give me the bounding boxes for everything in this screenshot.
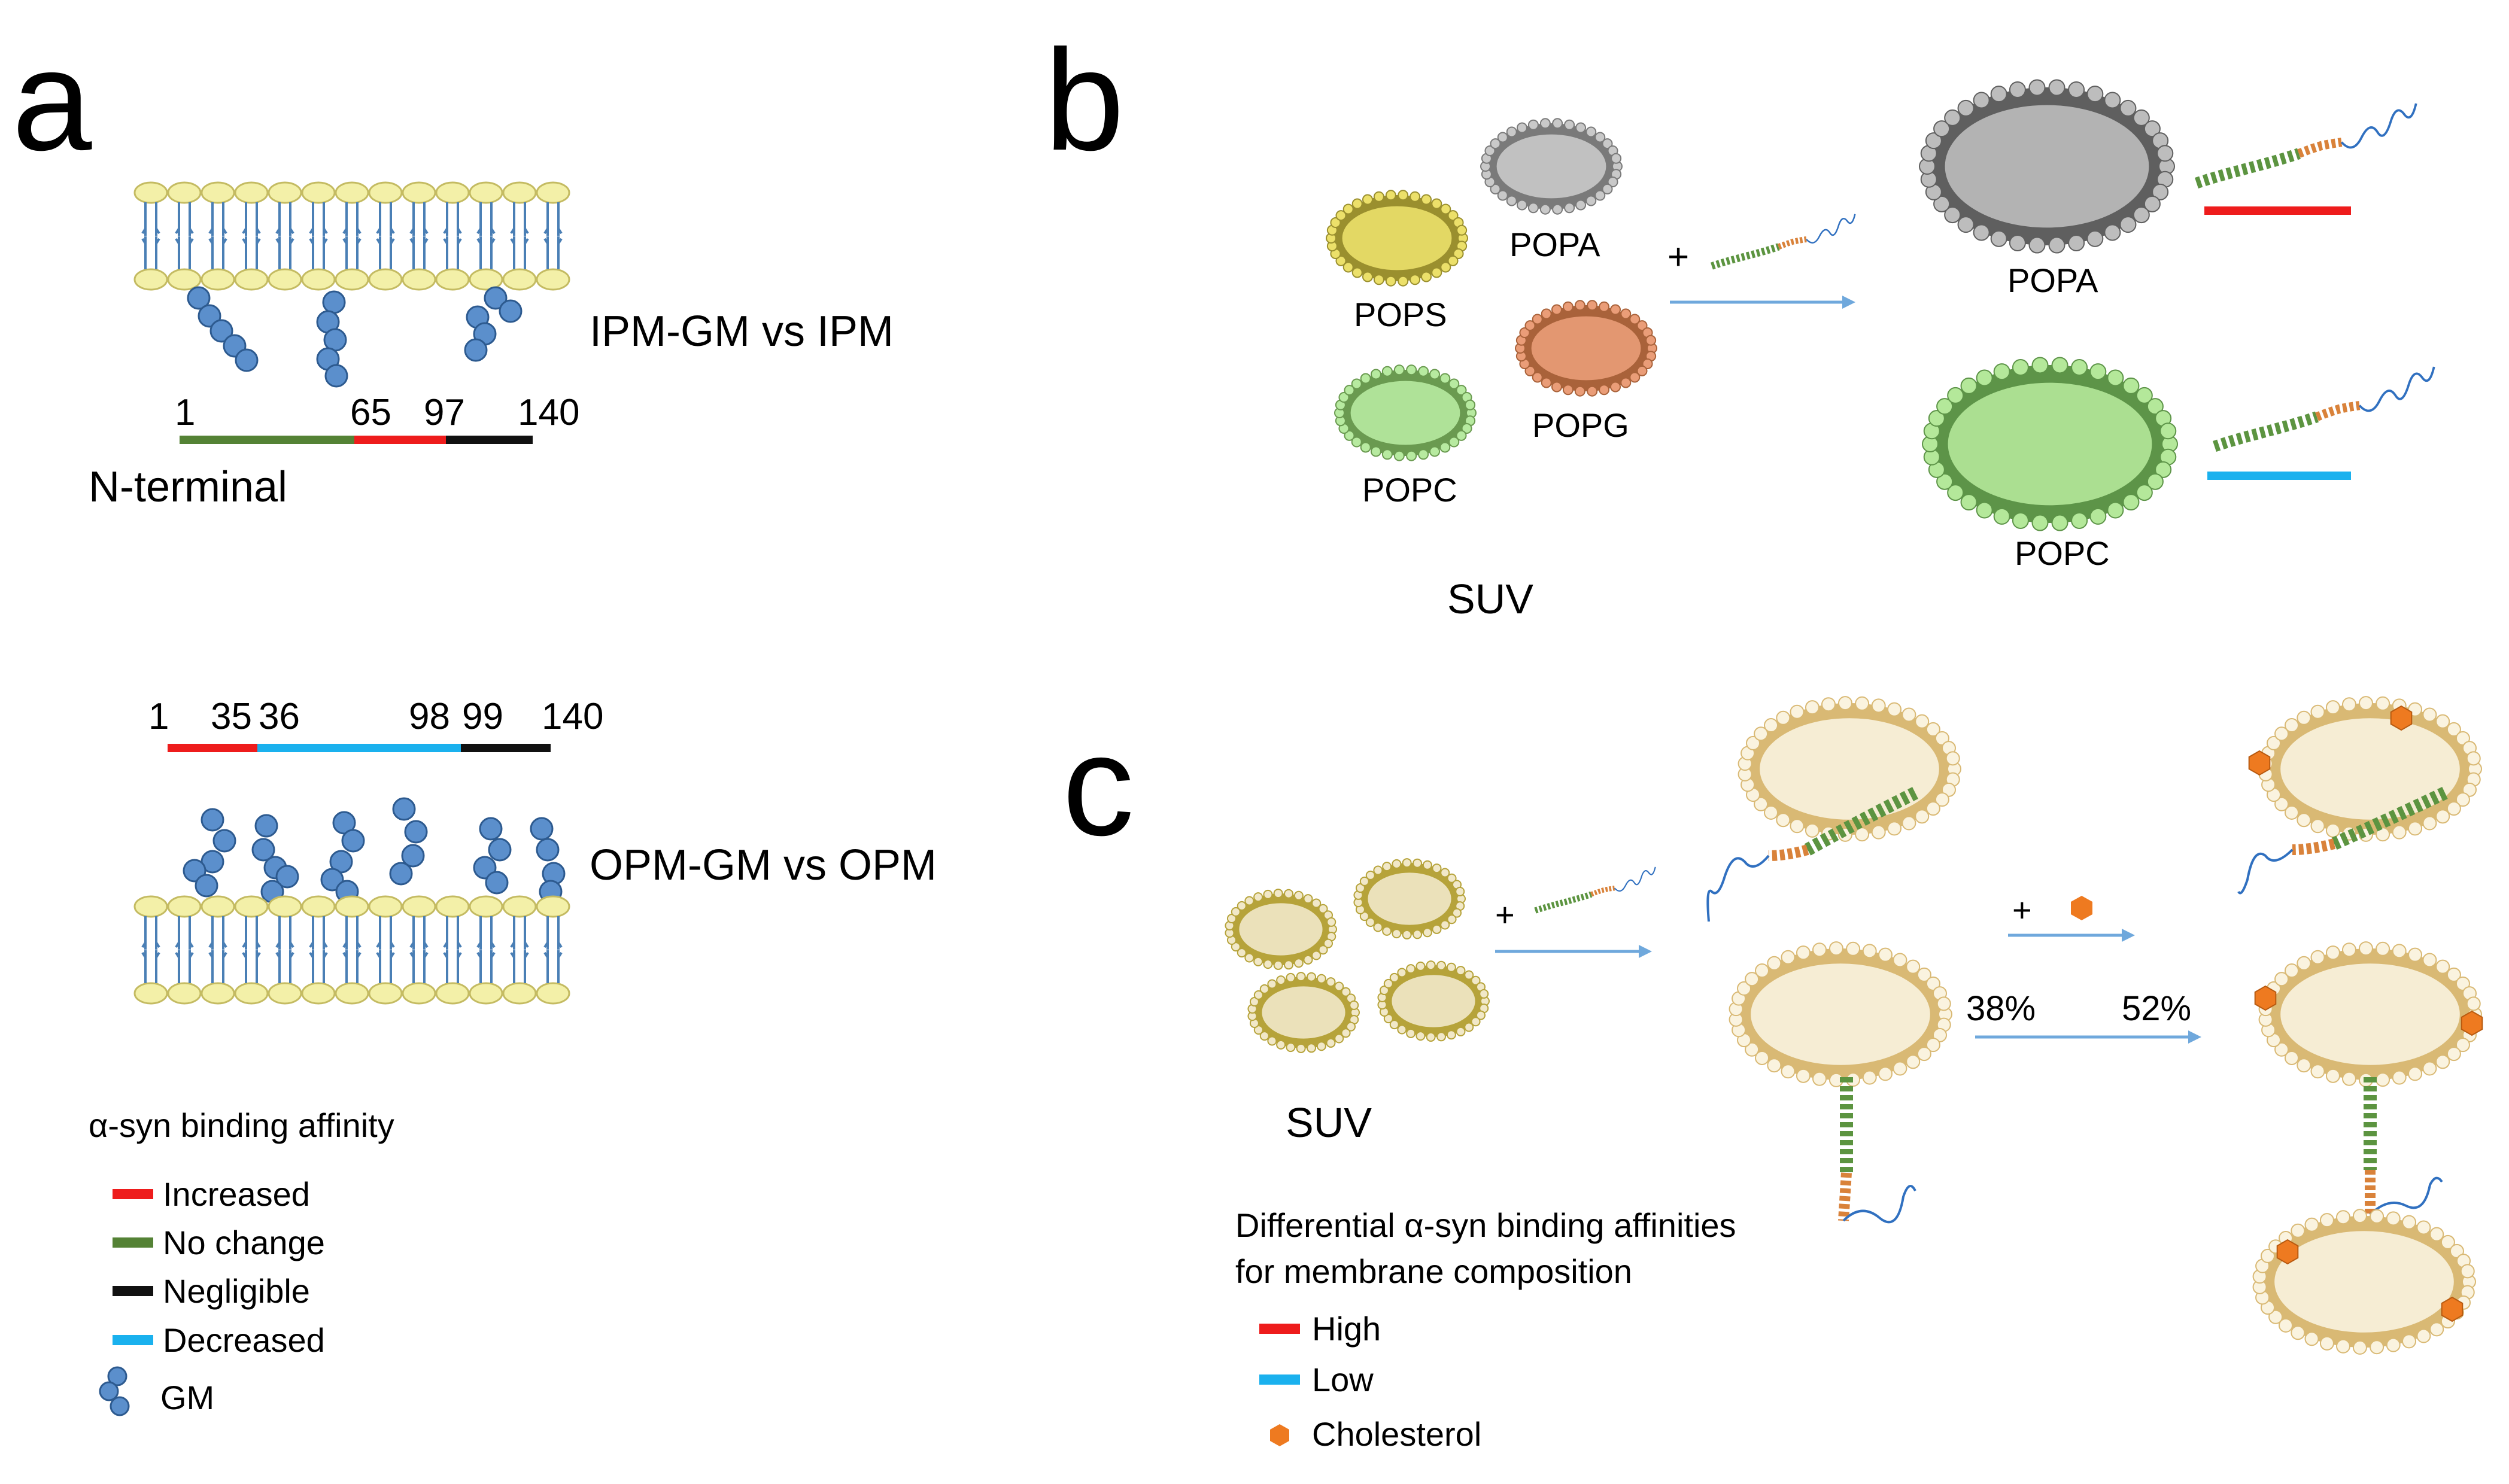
legend-c-swatch-low xyxy=(1259,1374,1300,1385)
opm-tick-36: 36 xyxy=(259,696,300,737)
vesicle-pops xyxy=(1326,190,1468,287)
label-popc-small: POPC xyxy=(1362,471,1457,509)
label-popc-large: POPC xyxy=(2015,534,2110,572)
legend-a-label-negligible: Negligible xyxy=(163,1272,310,1310)
legend-c-title-line2: for membrane composition xyxy=(1235,1252,1632,1290)
vesicle-popc-large xyxy=(1922,357,2178,531)
opm-caption: OPM-GM vs OPM xyxy=(590,841,937,889)
ipm-tick-97: 97 xyxy=(424,392,465,433)
opm-membrane xyxy=(133,895,570,1005)
plus-c2: + xyxy=(2012,891,2032,929)
legend-a-swatch-negligible xyxy=(113,1286,153,1296)
arrow-c1-head xyxy=(1639,945,1652,958)
opm-tick-99: 99 xyxy=(462,696,503,737)
vesicle-chol-top xyxy=(2248,696,2482,842)
label-popa-small: POPA xyxy=(1509,226,1600,263)
arrow-c2-head xyxy=(2122,929,2135,942)
gm-legend-icon xyxy=(99,1366,130,1416)
vesicle-chol-bottom xyxy=(2252,1209,2476,1355)
vesicle-popa-small xyxy=(1480,118,1623,215)
percent-left: 38% xyxy=(1966,989,2036,1028)
ipm-membrane xyxy=(133,181,570,291)
opm-gm-clusters xyxy=(183,797,566,904)
vesicle-bound-top xyxy=(1738,696,1961,842)
percent-right: 52% xyxy=(2122,989,2191,1028)
opm-tick-140: 140 xyxy=(542,696,603,737)
ipm-gm-clusters xyxy=(187,286,523,388)
legend-a-swatch-no-change xyxy=(113,1237,153,1248)
panel-c-label: c xyxy=(1062,705,1134,865)
n-terminal-label: N-terminal xyxy=(89,463,287,511)
opm-tick-98: 98 xyxy=(409,696,450,737)
label-pops: POPS xyxy=(1354,296,1447,333)
opm-tick-1: 1 xyxy=(148,696,169,737)
ipm-caption: IPM-GM vs IPM xyxy=(590,308,894,355)
suv-label-b: SUV xyxy=(1447,576,1533,622)
legend-a-label-no-change: No change xyxy=(163,1224,325,1261)
arrow-b-head xyxy=(1842,296,1855,309)
opm-tick-35: 35 xyxy=(211,696,252,737)
legend-a-label-increased: Increased xyxy=(163,1175,310,1213)
vesicle-bridged-middle xyxy=(1729,941,1952,1087)
plus-c1: + xyxy=(1495,896,1515,933)
protein-chol-bridge xyxy=(2364,1077,2443,1216)
protein-chol-top xyxy=(2237,787,2448,895)
ipm-tick-1: 1 xyxy=(175,392,195,433)
protein-bound-top xyxy=(1706,787,1918,922)
alpha-syn-protein-popa xyxy=(2197,104,2416,183)
plus-b: + xyxy=(1667,236,1689,278)
alpha-syn-protein-popc xyxy=(2215,367,2434,446)
legend-c-swatch-high xyxy=(1259,1324,1300,1334)
legend-a-swatch-increased xyxy=(113,1189,153,1199)
legend-a-label-decreased: Decreased xyxy=(163,1321,325,1359)
vesicle-popg xyxy=(1515,300,1657,397)
ipm-tick-140: 140 xyxy=(518,392,579,433)
vesicle-popa-large xyxy=(1919,79,2175,254)
alpha-syn-protein-c xyxy=(1535,867,1656,911)
legend-c-label-cholesterol: Cholesterol xyxy=(1312,1415,1481,1453)
panel-b-label: b xyxy=(1044,20,1124,180)
cholesterol-legend-icon xyxy=(1270,1424,1289,1446)
alpha-syn-protein-b xyxy=(1712,214,1855,266)
vesicle-popc-small xyxy=(1334,364,1477,461)
panel-a-label: a xyxy=(12,20,92,180)
legend-a-swatch-decreased xyxy=(113,1335,153,1345)
vesicle-chol-middle xyxy=(2254,941,2483,1087)
protein-bridged-left xyxy=(1838,1077,1916,1224)
legend-c-title-line1: Differential α-syn binding affinities xyxy=(1235,1206,1736,1244)
label-popa-large: POPA xyxy=(2007,261,2098,299)
cholesterol-icon-arrow xyxy=(2071,896,2092,920)
suv-cluster-c xyxy=(1225,858,1490,1053)
legend-a-label-gm: GM xyxy=(160,1379,214,1416)
legend-c-label-high: High xyxy=(1312,1310,1381,1348)
label-popg: POPG xyxy=(1532,406,1629,444)
legend-a-title: α-syn binding affinity xyxy=(89,1106,394,1144)
legend-c-label-low: Low xyxy=(1312,1361,1374,1398)
arrow-c3-head xyxy=(2188,1030,2201,1044)
ipm-tick-65: 65 xyxy=(350,392,391,433)
suv-label-c: SUV xyxy=(1286,1099,1372,1146)
